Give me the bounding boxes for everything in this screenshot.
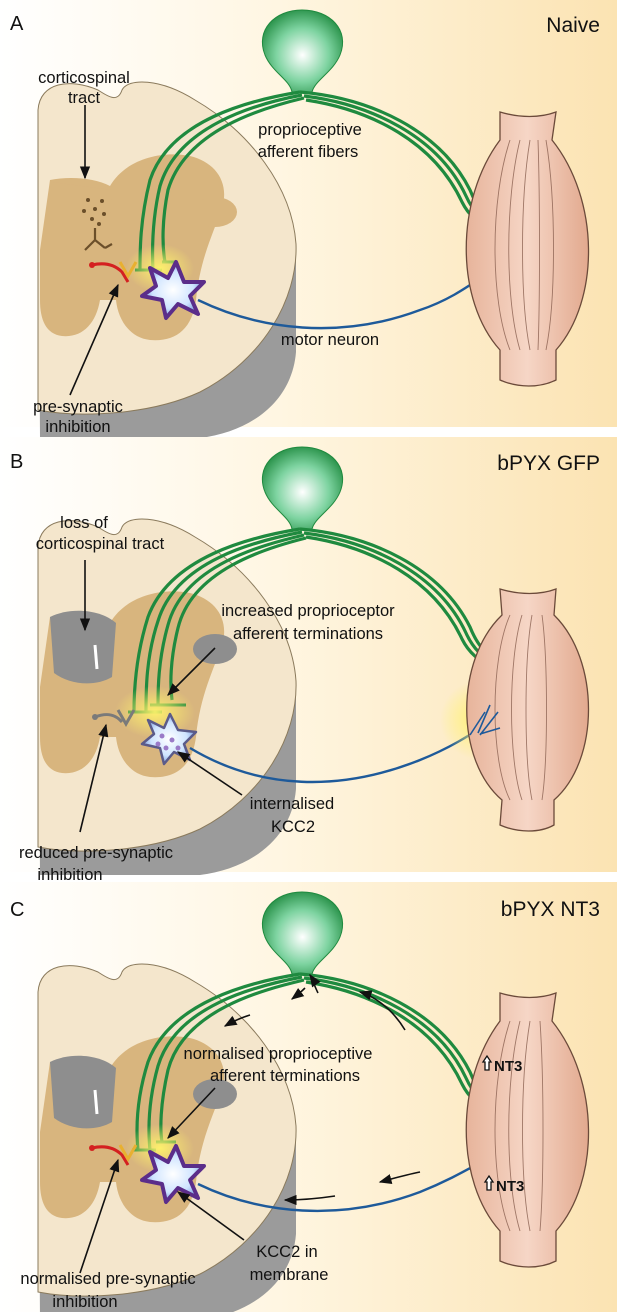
label-loss-line1: loss of: [60, 514, 108, 532]
label-fibers-line1: proprioceptive: [258, 121, 362, 139]
up-arrow-icon: [483, 1174, 495, 1191]
label-increased-line1: increased proprioceptor: [221, 602, 395, 620]
motor-neuron: [140, 260, 501, 330]
label-kcc2-line1: KCC2 in: [256, 1243, 317, 1261]
label-reduced-line2: inhibition: [37, 866, 102, 884]
label-nt3-bottom: NT3: [496, 1178, 524, 1195]
motor-axon: [197, 274, 486, 330]
corticospinal-dots: [82, 198, 106, 226]
panel-b-letter: B: [10, 451, 23, 473]
label-loss-line2: corticospinal tract: [36, 535, 165, 553]
label-psi-line2: inhibition: [45, 418, 110, 436]
label-kcc2-line2: membrane: [250, 1266, 329, 1284]
panel-a-title: Naive: [546, 14, 600, 37]
label-internalised-line1: internalised: [250, 795, 334, 813]
inhibitory-interneuron-c: [89, 1144, 138, 1166]
label-fibers-line2: afferent fibers: [258, 143, 359, 161]
label-cst-line1: corticospinal: [38, 69, 130, 87]
label-normalised-term-line1: normalised proprioceptive: [184, 1045, 373, 1063]
muscle-b: [440, 588, 590, 832]
proprioceptive-soma: [261, 9, 344, 93]
label-normalised-psi-line2: inhibition: [52, 1293, 117, 1311]
proprioceptive-soma-b: [261, 446, 344, 530]
panel-c-letter: C: [10, 899, 24, 921]
panel-c-title: bPYX NT3: [501, 898, 600, 921]
label-normalised-psi-line1: normalised pre-synaptic: [20, 1270, 195, 1288]
panel-a-letter: A: [10, 13, 24, 35]
arrow-presynaptic: [69, 283, 119, 396]
label-cst-line2: tract: [68, 89, 101, 107]
panel-b: B bPYX GFP loss of corticospinal tract i…: [0, 437, 617, 884]
label-psi-line1: pre-synaptic: [33, 398, 123, 416]
inhibitory-interneuron: [89, 261, 138, 283]
nt3-transport-arrows: [223, 973, 421, 1206]
label-normalised-term-line2: afferent terminations: [210, 1067, 360, 1085]
up-arrow-icon: [481, 1054, 493, 1071]
label-reduced-line1: reduced pre-synaptic: [19, 844, 173, 862]
panel-c: C bPYX NT3 normalised proprioceptive aff…: [0, 882, 617, 1312]
muscle-c: [465, 992, 590, 1268]
label-internalised-line2: KCC2: [271, 818, 315, 836]
label-nt3-top: NT3: [494, 1058, 522, 1075]
nt3-bottom: NT3: [483, 1174, 524, 1195]
muscle: [465, 111, 590, 387]
inhibitory-interneuron-b: [92, 709, 136, 728]
nt3-top: NT3: [481, 1054, 522, 1075]
panel-a: A Naive corticospinal tract propriocepti…: [0, 0, 617, 438]
label-motor-neuron: motor neuron: [281, 331, 379, 349]
proprioceptive-soma-c: [261, 891, 344, 975]
label-increased-line2: afferent terminations: [233, 625, 383, 643]
panel-b-title: bPYX GFP: [497, 452, 600, 475]
